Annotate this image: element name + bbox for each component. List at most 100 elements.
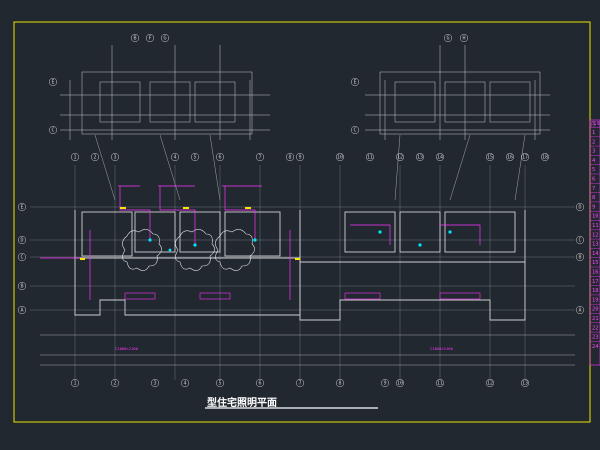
axis-bubble-label: 1 bbox=[73, 381, 76, 387]
legend-row-number: 14 bbox=[592, 251, 599, 257]
axis-bubble-circle bbox=[365, 152, 375, 162]
axis-bubble-label: 3 bbox=[113, 155, 116, 161]
axis-bubble: 12 bbox=[485, 378, 495, 388]
axis-bubble: B bbox=[130, 33, 140, 43]
legend-row-number: 16 bbox=[592, 270, 599, 276]
axis-bubble: E bbox=[350, 77, 360, 87]
legend-row-number: 2 bbox=[592, 139, 595, 145]
legend-row-number: 24 bbox=[592, 344, 599, 350]
room-label-right: C1800×2100 bbox=[430, 346, 454, 351]
axis-bubble-circle bbox=[295, 152, 305, 162]
axis-bubble-label: 1 bbox=[73, 155, 76, 161]
axis-bubble-circle bbox=[170, 152, 180, 162]
axis-bubble: 6 bbox=[255, 378, 265, 388]
legend-row-number: 10 bbox=[592, 214, 599, 220]
axis-bubble-label: B bbox=[578, 255, 581, 261]
axis-bubble: C bbox=[48, 125, 58, 135]
upper-right-plan bbox=[365, 45, 550, 140]
axis-bubble-label: C bbox=[353, 128, 356, 134]
axis-bubble-circle bbox=[443, 33, 453, 43]
axis-bubble: 8 bbox=[335, 378, 345, 388]
axis-bubble-label: C bbox=[578, 238, 581, 244]
axis-bubble-circle bbox=[17, 305, 27, 315]
axis-bubble-label: 2 bbox=[113, 381, 116, 387]
revision-clouds bbox=[122, 229, 255, 271]
axis-bubble: 11 bbox=[435, 378, 445, 388]
axis-bubble-label: E bbox=[51, 80, 54, 86]
light-fixtures bbox=[148, 230, 452, 252]
axis-bubble-label: 4 bbox=[183, 381, 186, 387]
legend-row-number: 5 bbox=[592, 167, 595, 173]
axis-bubble: 2 bbox=[110, 378, 120, 388]
axis-bubble: 15 bbox=[485, 152, 495, 162]
axis-bubble: B bbox=[17, 281, 27, 291]
axis-bubble-label: 9 bbox=[298, 155, 301, 161]
axis-bubble-circle bbox=[48, 77, 58, 87]
axis-bubble-circle bbox=[380, 378, 390, 388]
legend-table: 序号 1234567891011121314151617181920212223… bbox=[589, 119, 600, 366]
axis-bubble: D bbox=[17, 235, 27, 245]
legend-row-number: 12 bbox=[592, 232, 599, 238]
axis-bubble: 9 bbox=[295, 152, 305, 162]
bottom-fixture-rows bbox=[124, 292, 481, 300]
axis-bubble-circle bbox=[295, 378, 305, 388]
axis-bubble-label: E bbox=[353, 80, 356, 86]
legend-row-number: 18 bbox=[592, 288, 599, 294]
axis-bubble: 5 bbox=[215, 378, 225, 388]
legend-row-number: 1 bbox=[592, 130, 595, 136]
axis-bubble-label: 13 bbox=[522, 381, 528, 387]
axis-bubble: 14 bbox=[435, 152, 445, 162]
axis-bubble-label: 6 bbox=[218, 155, 221, 161]
axis-bubble: 10 bbox=[395, 378, 405, 388]
axis-bubble-label: 14 bbox=[437, 155, 443, 161]
axis-bubble-label: 8 bbox=[338, 381, 341, 387]
axis-bubble: 5 bbox=[190, 152, 200, 162]
drawing-title: 型住宅照明平面 bbox=[207, 396, 277, 409]
lighting-wiring bbox=[40, 185, 481, 300]
axis-bubble-circle bbox=[110, 378, 120, 388]
axis-bubble: 7 bbox=[255, 152, 265, 162]
axis-bubble-circle bbox=[70, 378, 80, 388]
axis-bubble-circle bbox=[575, 235, 585, 245]
axis-bubble: 7 bbox=[295, 378, 305, 388]
axis-bubble-label: 10 bbox=[337, 155, 343, 161]
axis-bubble-label: 12 bbox=[397, 155, 403, 161]
axis-bubble-label: 11 bbox=[437, 381, 443, 387]
axis-bubble: 1 bbox=[70, 152, 80, 162]
axis-bubble-circle bbox=[110, 152, 120, 162]
axis-bubble-label: C bbox=[20, 255, 23, 261]
axis-bubble: C bbox=[17, 252, 27, 262]
axis-bubble: 6 bbox=[215, 152, 225, 162]
axis-bubble: 11 bbox=[365, 152, 375, 162]
legend-row-number: 17 bbox=[592, 279, 599, 285]
axis-bubble: 13 bbox=[520, 378, 530, 388]
axis-bubble-circle bbox=[285, 152, 295, 162]
axis-bubble: E bbox=[17, 202, 27, 212]
axis-bubble-label: 7 bbox=[298, 381, 301, 387]
axis-bubble-circle bbox=[415, 152, 425, 162]
bottom-dimension-lines bbox=[40, 334, 575, 366]
legend-header: 序号 bbox=[591, 120, 600, 128]
axis-bubble-circle bbox=[335, 378, 345, 388]
axis-bubble: C bbox=[350, 125, 360, 135]
axis-bubble: G bbox=[160, 33, 170, 43]
axis-bubble: G bbox=[443, 33, 453, 43]
upper-left-plan bbox=[60, 45, 270, 140]
axis-bubble-circle bbox=[435, 378, 445, 388]
axis-bubble-circle bbox=[145, 33, 155, 43]
axis-bubble: D bbox=[575, 202, 585, 212]
axis-bubble: 12 bbox=[395, 152, 405, 162]
axis-bubble: 9 bbox=[380, 378, 390, 388]
axis-bubble-circle bbox=[17, 281, 27, 291]
axis-bubble-circle bbox=[17, 235, 27, 245]
axis-bubble-label: 10 bbox=[397, 381, 403, 387]
axis-bubble-circle bbox=[160, 33, 170, 43]
axis-bubble: E bbox=[48, 77, 58, 87]
legend-row-number: 22 bbox=[592, 325, 599, 331]
axis-bubble-label: 11 bbox=[367, 155, 373, 161]
axis-bubble-circle bbox=[435, 152, 445, 162]
axis-bubble-circle bbox=[459, 33, 469, 43]
axis-bubble-circle bbox=[335, 152, 345, 162]
axis-bubble-circle bbox=[520, 378, 530, 388]
